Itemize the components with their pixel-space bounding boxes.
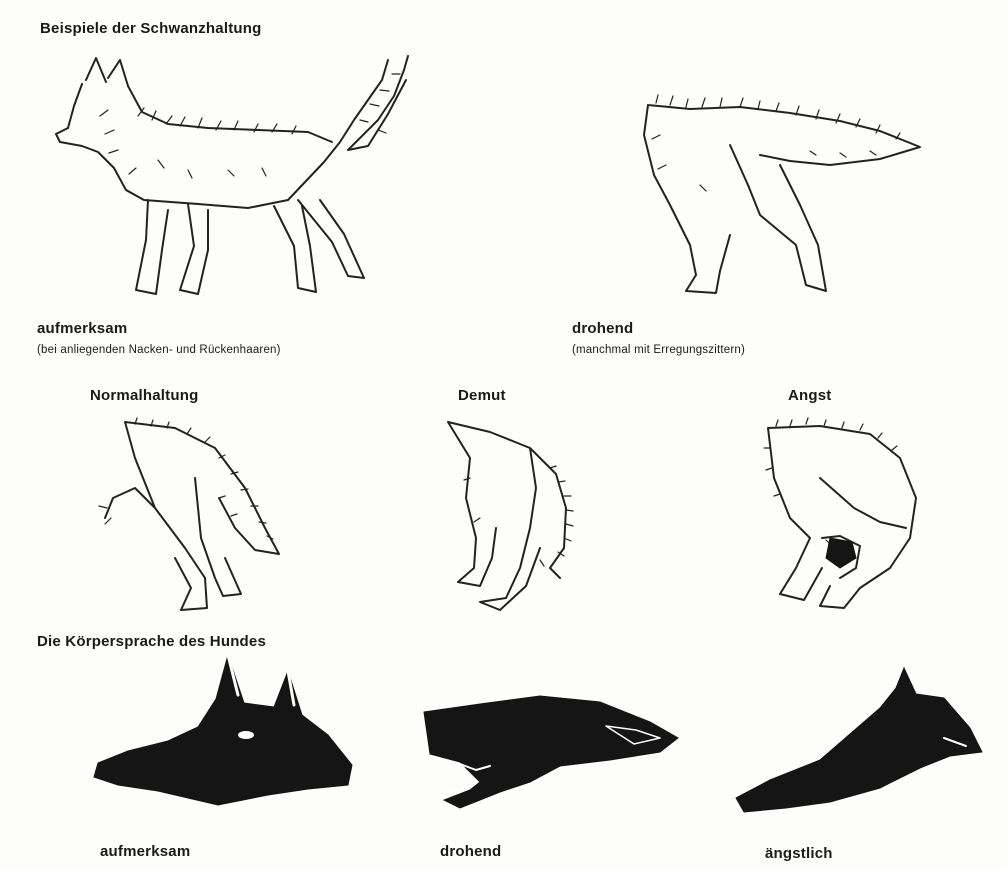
- head-threatening-illustration: [420, 682, 685, 832]
- threatening-hindquarters-illustration: [630, 95, 930, 305]
- head-fearful-label: ängstlich: [765, 845, 833, 862]
- head-alert-label: aufmerksam: [100, 843, 190, 860]
- fear-illustration: [760, 418, 930, 618]
- dog-alert-illustration: [48, 50, 428, 305]
- threatening-label: drohend: [572, 320, 633, 337]
- fear-label: Angst: [788, 387, 832, 404]
- alert-note: (bei anliegenden Nacken- und Rückenhaare…: [37, 344, 281, 356]
- normal-posture-label: Normalhaltung: [90, 387, 198, 404]
- head-alert-illustration: [88, 655, 363, 825]
- head-threatening-label: drohend: [440, 843, 501, 860]
- normal-posture-illustration: [95, 418, 295, 618]
- body-language-heading: Die Körpersprache des Hundes: [37, 633, 266, 650]
- threatening-note: (manchmal mit Erregungszittern): [572, 344, 745, 356]
- alert-label: aufmerksam: [37, 320, 127, 337]
- submission-label: Demut: [458, 387, 506, 404]
- submission-illustration: [440, 418, 590, 618]
- head-fearful-illustration: [730, 668, 985, 828]
- tail-examples-heading: Beispiele der Schwanzhaltung: [40, 20, 261, 37]
